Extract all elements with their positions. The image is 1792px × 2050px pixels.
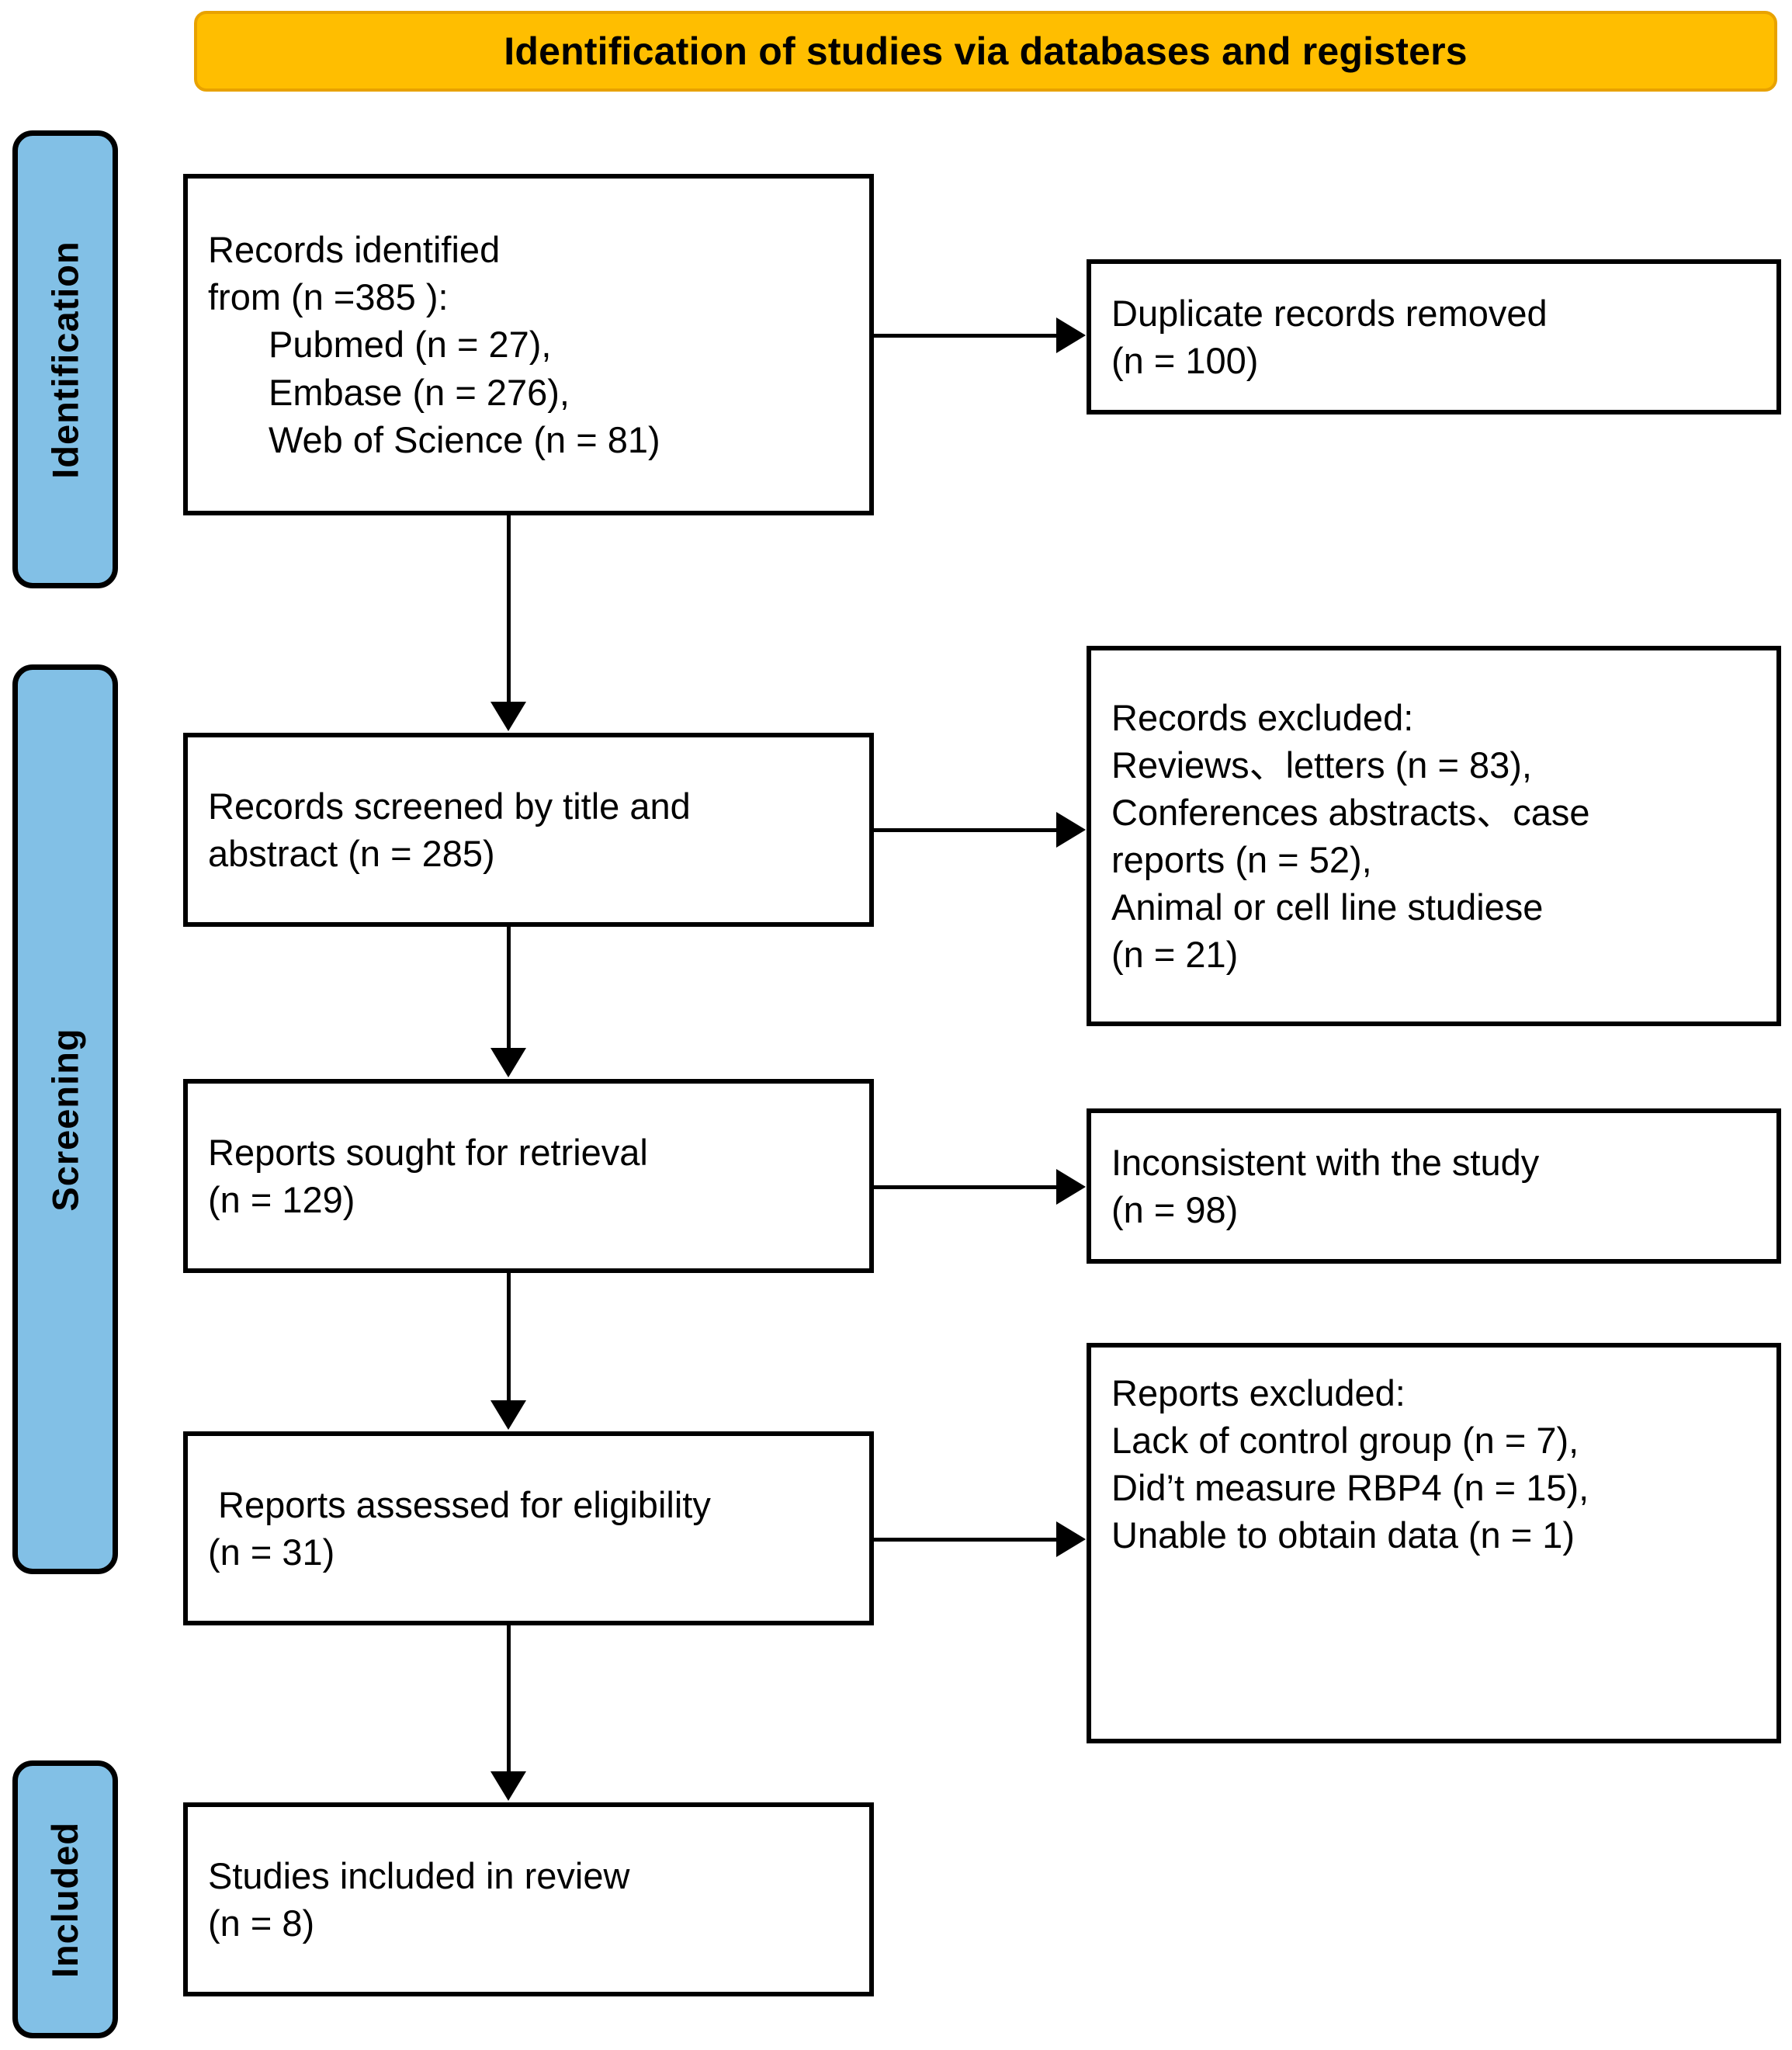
- line: Lack of control group (n = 7),: [1111, 1420, 1579, 1462]
- banner-title: Identification of studies via databases …: [504, 29, 1468, 73]
- stage-label-identification-text: Identification: [44, 240, 86, 479]
- box-studies-included-text: Studies included in review (n = 8): [188, 1852, 869, 1947]
- arrowhead-screened-to-sought: [490, 1048, 526, 1077]
- line: (n = 8): [208, 1903, 315, 1944]
- line: Inconsistent with the study: [1111, 1141, 1540, 1183]
- line: Did’t measure RBP4 (n = 15),: [1111, 1467, 1589, 1509]
- line: Reports assessed for eligibility: [208, 1483, 711, 1525]
- connector-sought-to-inconsistent: [874, 1185, 1056, 1189]
- line: Conferences abstracts、case: [1111, 791, 1590, 833]
- arrowhead-assessed-to-included: [490, 1771, 526, 1801]
- box-reports-excluded-text: Reports excluded: Lack of control group …: [1091, 1369, 1776, 1559]
- box-inconsistent-with-study-text: Inconsistent with the study (n = 98): [1091, 1139, 1776, 1233]
- line: Embase (n = 276),: [269, 371, 570, 413]
- box-records-screened: Records screened by title and abstract (…: [183, 733, 874, 927]
- connector-identified-to-duplicates: [874, 334, 1056, 338]
- box-duplicate-records-removed: Duplicate records removed (n = 100): [1087, 259, 1781, 415]
- box-reports-assessed: Reports assessed for eligibility (n = 31…: [183, 1431, 874, 1625]
- connector-assessed-to-included: [507, 1625, 511, 1771]
- line: Animal or cell line studiese: [1111, 886, 1544, 928]
- connector-identified-to-screened: [507, 515, 511, 702]
- stage-label-included: Included: [12, 1760, 118, 2038]
- line: Records screened by title and: [208, 785, 691, 827]
- line: (n = 31): [208, 1531, 335, 1573]
- line: (n = 100): [1111, 340, 1259, 381]
- line: Records excluded:: [1111, 696, 1414, 738]
- line: Studies included in review: [208, 1854, 630, 1896]
- box-reports-excluded: Reports excluded: Lack of control group …: [1087, 1343, 1781, 1743]
- box-reports-assessed-text: Reports assessed for eligibility (n = 31…: [188, 1481, 869, 1576]
- line: Reports sought for retrieval: [208, 1131, 648, 1173]
- box-records-excluded-text: Records excluded: Reviews、letters (n = 8…: [1091, 694, 1776, 979]
- stage-label-included-text: Included: [44, 1821, 86, 1978]
- stage-label-identification: Identification: [12, 130, 118, 588]
- arrowhead-identified-to-screened: [490, 702, 526, 731]
- box-inconsistent-with-study: Inconsistent with the study (n = 98): [1087, 1108, 1781, 1264]
- box-reports-sought-text: Reports sought for retrieval (n = 129): [188, 1129, 869, 1223]
- box-records-excluded: Records excluded: Reviews、letters (n = 8…: [1087, 646, 1781, 1026]
- box-records-screened-text: Records screened by title and abstract (…: [188, 782, 869, 877]
- line: (n = 21): [1111, 934, 1239, 976]
- box-studies-included: Studies included in review (n = 8): [183, 1802, 874, 1996]
- line: Reports excluded:: [1111, 1372, 1406, 1413]
- line: Reviews、letters (n = 83),: [1111, 744, 1532, 786]
- box-records-identified: Records identified from (n =385 ): Pubme…: [183, 174, 874, 515]
- diagram-banner: Identification of studies via databases …: [194, 11, 1777, 92]
- stage-label-screening: Screening: [12, 664, 118, 1574]
- line: Web of Science (n = 81): [269, 418, 660, 460]
- line: reports (n = 52),: [1111, 839, 1372, 880]
- connector-screened-to-records-excluded: [874, 828, 1056, 832]
- arrowhead-screened-to-records-excluded: [1056, 812, 1086, 848]
- stage-label-screening-text: Screening: [44, 1027, 86, 1212]
- line: (n = 129): [208, 1179, 355, 1220]
- line: Pubmed (n = 27),: [269, 324, 552, 366]
- connector-sought-to-assessed: [507, 1273, 511, 1400]
- line: Duplicate records removed: [1111, 292, 1548, 334]
- arrowhead-sought-to-inconsistent: [1056, 1169, 1086, 1205]
- line: Records identified: [208, 229, 501, 271]
- arrowhead-sought-to-assessed: [490, 1400, 526, 1430]
- box-duplicate-records-removed-text: Duplicate records removed (n = 100): [1091, 290, 1776, 384]
- line: Unable to obtain data (n = 1): [1111, 1514, 1575, 1556]
- line: abstract (n = 285): [208, 833, 495, 874]
- connector-assessed-to-reports-excluded: [874, 1538, 1056, 1542]
- box-records-identified-text: Records identified from (n =385 ): Pubme…: [188, 226, 869, 463]
- line: (n = 98): [1111, 1189, 1239, 1230]
- arrowhead-assessed-to-reports-excluded: [1056, 1521, 1086, 1557]
- line: from (n =385 ):: [208, 276, 449, 318]
- connector-screened-to-sought: [507, 927, 511, 1048]
- box-reports-sought: Reports sought for retrieval (n = 129): [183, 1079, 874, 1273]
- arrowhead-identified-to-duplicates: [1056, 317, 1086, 353]
